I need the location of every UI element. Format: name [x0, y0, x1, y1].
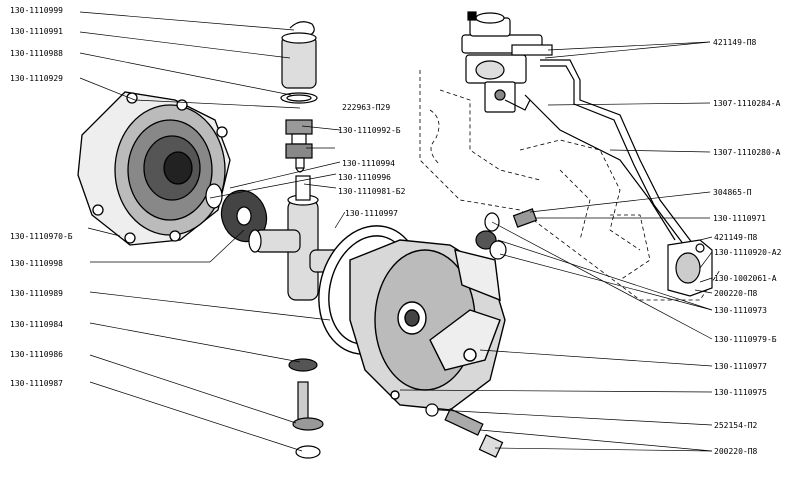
- label-130-1110970-b: 130-1110970-Б: [10, 232, 73, 241]
- label-130-1110979-b: 130-1110979-Б: [714, 335, 777, 344]
- pump-body: [349, 239, 506, 411]
- label-304865-p: 304865-П: [713, 188, 752, 197]
- carburetor-assembly: [461, 11, 553, 113]
- label-130-1110997: 130-1110997: [345, 209, 398, 218]
- label-130-1002061-a: 130-1002061-А: [714, 274, 777, 283]
- pump-cover-housing: [77, 91, 231, 246]
- label-130-1110994: 130-1110994: [342, 159, 395, 168]
- label-222963-p29: 222963-П29: [342, 103, 390, 112]
- leader-lines: [79, 11, 713, 452]
- label-421149-p8-top: 421149-П8: [713, 38, 757, 47]
- engine-block-outline: [419, 70, 721, 301]
- seal-washers: [205, 183, 268, 243]
- label-130-1110977: 130-1110977: [714, 362, 767, 371]
- label-421149-p8-mid: 421149-П8: [714, 233, 758, 242]
- label-130-1110929: 130-1110929: [10, 74, 63, 83]
- label-130-1110989: 130-1110989: [10, 289, 63, 298]
- label-130-1110975: 130-1110975: [714, 388, 767, 397]
- label-1307-1110280-a: 1307-1110280-А: [713, 148, 781, 157]
- label-130-1110986: 130-1110986: [10, 350, 63, 359]
- label-130-1110920-a2: 130-1110920-А2: [714, 248, 782, 257]
- fuel-lines: [524, 59, 701, 259]
- fuel-pump-filter-bracket: [667, 239, 713, 297]
- label-130-1110973: 130-1110973: [714, 306, 767, 315]
- label-130-1110998: 130-1110998: [10, 259, 63, 268]
- label-130-1110991: 130-1110991: [10, 27, 63, 36]
- inlet-fittings: [475, 208, 538, 260]
- label-130-1110987: 130-1110987: [10, 379, 63, 388]
- bottom-fasteners: [288, 358, 504, 459]
- label-200220-p8-mid: 200220-П8: [714, 289, 758, 298]
- filter-cap-assembly: [280, 21, 318, 104]
- valve-stack: [285, 119, 313, 173]
- label-130-1110988: 130-1110988: [10, 49, 63, 58]
- label-130-1110984: 130-1110984: [10, 320, 63, 329]
- label-130-1110996: 130-1110996: [338, 173, 391, 182]
- label-130-1110992-b: 130-1110992-Б: [338, 126, 401, 135]
- label-252154-p2: 252154-П2: [714, 421, 758, 430]
- label-200220-p8-bottom: 200220-П8: [714, 447, 758, 456]
- part-number-labels: 130-1110999 130-1110991 130-1110988 130-…: [10, 6, 782, 456]
- label-130-1110981-b2: 130-1110981-Б2: [338, 187, 406, 196]
- label-130-1110999: 130-1110999: [10, 6, 63, 15]
- label-130-1110971: 130-1110971: [713, 214, 766, 223]
- label-1307-1110284-a: 1307-1110284-А: [713, 99, 781, 108]
